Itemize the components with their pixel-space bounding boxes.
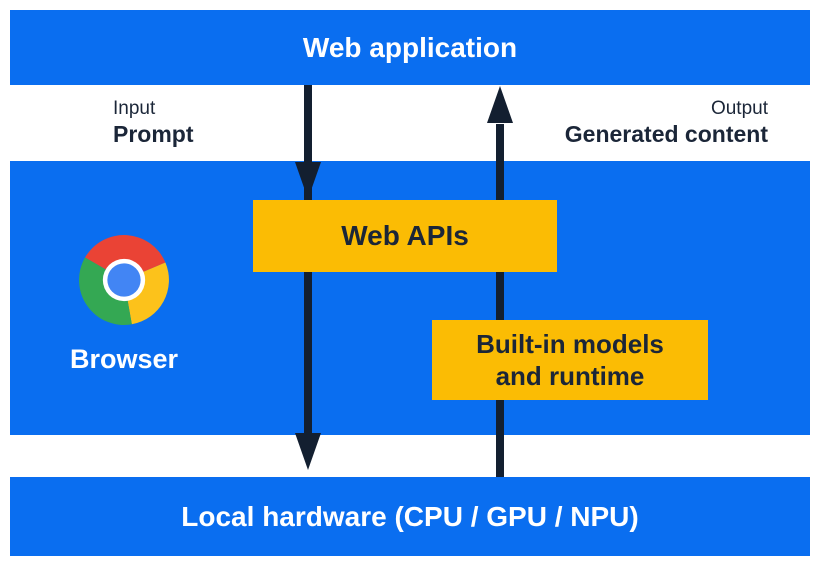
input-arrowhead-to-web-apis — [295, 162, 321, 199]
output-title: Output — [710, 98, 768, 119]
input-label-group: Input Prompt — [113, 97, 194, 148]
output-arrowhead-to-web-application — [487, 86, 513, 123]
local-hardware-label: Local hardware (CPU / GPU / NPU) — [181, 500, 639, 532]
input-title: Input — [113, 98, 156, 119]
web-apis-label: Web APIs — [341, 220, 469, 251]
browser-label: Browser — [70, 344, 179, 374]
builtin-models-box: Built-in models and runtime — [432, 320, 708, 400]
builtin-models-label-line1: Built-in models — [476, 329, 664, 359]
generated-content-label: Generated content — [564, 121, 768, 147]
output-label-group: Output Generated content — [565, 97, 768, 148]
output-flow-arrow — [496, 124, 504, 477]
web-application-label: Web application — [302, 31, 518, 63]
local-hardware-bar: Local hardware (CPU / GPU / NPU) — [10, 477, 810, 556]
chrome-icon — [79, 235, 169, 325]
input-arrowhead-to-hardware — [295, 433, 321, 470]
web-apis-box: Web APIs — [253, 200, 557, 272]
web-application-bar: Web application — [10, 10, 810, 85]
builtin-models-label-line2: and runtime — [495, 361, 645, 391]
prompt-label: Prompt — [113, 121, 194, 147]
